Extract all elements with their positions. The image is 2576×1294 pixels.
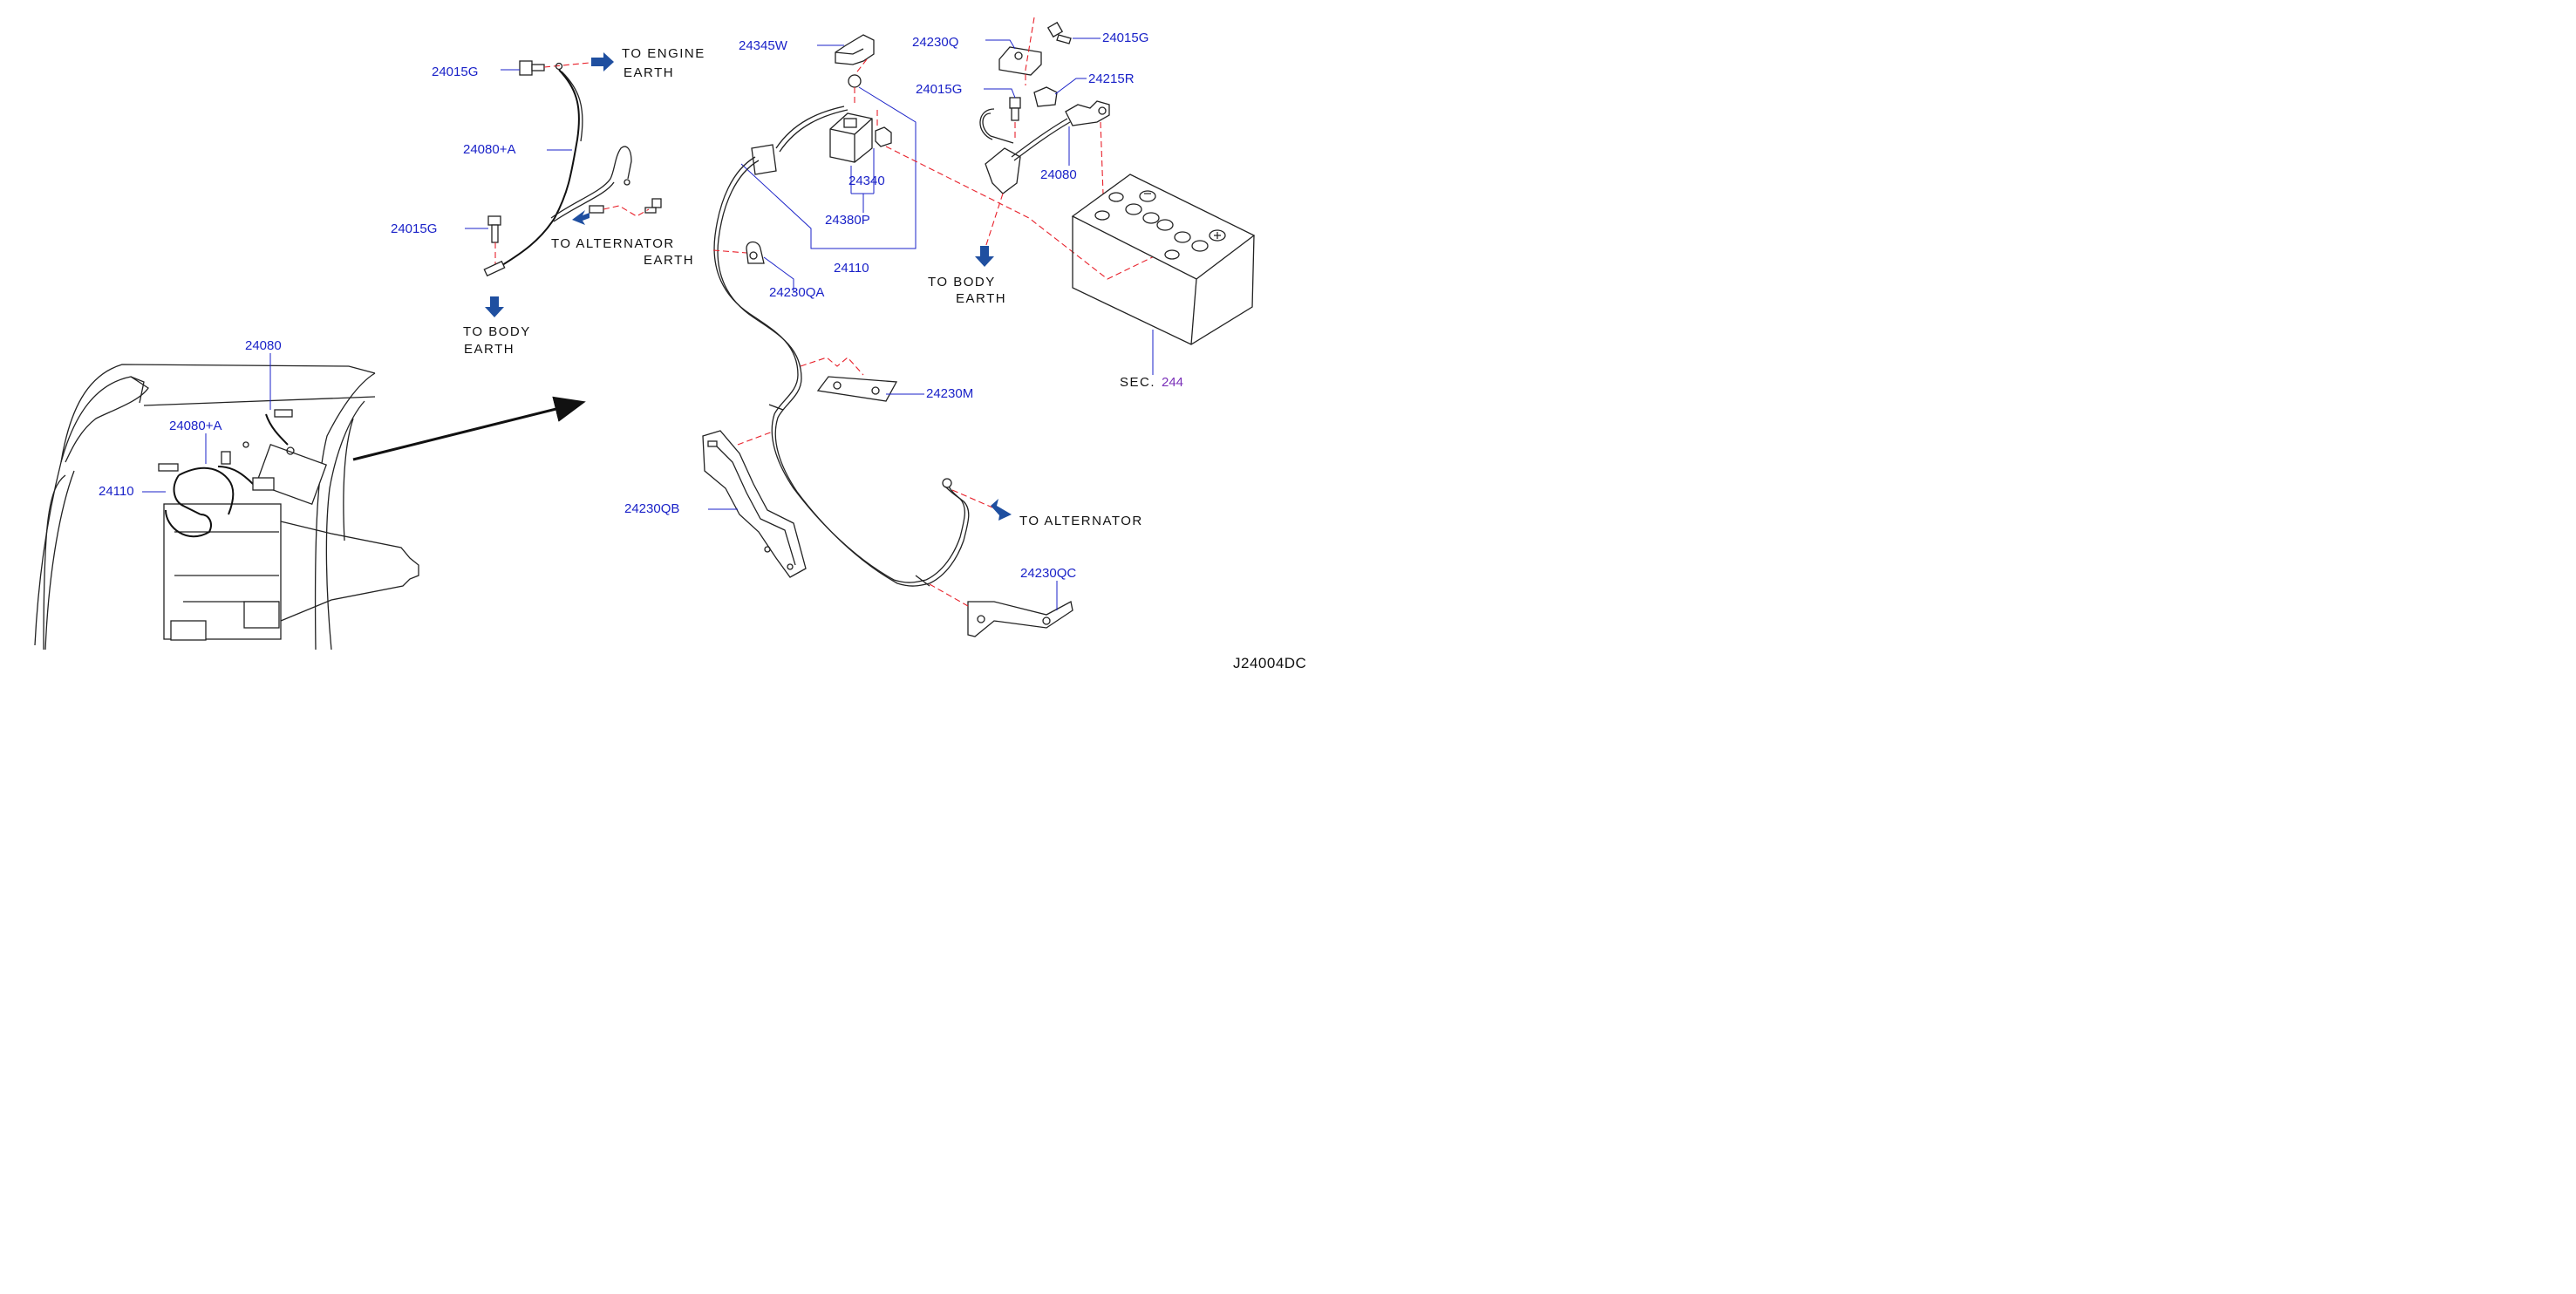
label-24015g-right-mid: 24015G: [916, 82, 963, 97]
section-ref-prefix: SEC.: [1120, 375, 1156, 390]
label-24345w: 24345W: [739, 38, 787, 53]
label-inset-24110: 24110: [99, 484, 134, 499]
terminal-cover-24215r: [1033, 86, 1058, 107]
bolt-right-mid: [1009, 97, 1021, 121]
battery-sec-244: [1071, 174, 1256, 345]
label-24230qc: 24230QC: [1020, 566, 1077, 581]
clip-24230qa: [746, 241, 765, 264]
relay-cover-24345w: [835, 34, 875, 65]
label-24110: 24110: [834, 261, 869, 276]
to-alternator-earth-arrow: [572, 210, 589, 225]
note-to-body-earth-left-1: TO BODY: [463, 324, 531, 339]
note-to-body-earth-right-2: EARTH: [956, 291, 1007, 306]
note-to-engine-earth-1: TO ENGINE: [622, 46, 705, 61]
note-to-body-earth-left-2: EARTH: [464, 342, 515, 357]
bolt-top-right: [1046, 21, 1072, 44]
label-24380p: 24380P: [825, 213, 870, 228]
earth-cable-24080a: [493, 69, 632, 271]
label-24015g-top-right: 24015G: [1102, 31, 1149, 45]
diagram-code: J24004DC: [1233, 655, 1307, 671]
label-24080a: 24080+A: [463, 142, 516, 157]
bracket-24230qb: [702, 430, 807, 578]
bracket-24230q: [998, 46, 1042, 76]
label-24230qb: 24230QB: [624, 501, 680, 516]
label-24230qa: 24230QA: [769, 285, 825, 300]
bracket-24230qc: [967, 601, 1073, 637]
note-to-alternator-earth-1: TO ALTERNATOR: [551, 236, 675, 251]
note-to-alternator-earth-2: EARTH: [644, 253, 695, 268]
label-24080-right: 24080: [1040, 167, 1077, 182]
section-ref-number: 244: [1162, 375, 1184, 390]
battery-cable-24080: [979, 100, 1110, 194]
note-to-body-earth-right-1: TO BODY: [928, 275, 996, 289]
inset-pointer-arrow: [352, 396, 586, 461]
mid-bolt: [487, 215, 501, 243]
label-inset-24080: 24080: [245, 338, 282, 353]
to-body-earth-right-arrow: [975, 246, 994, 267]
to-alternator-arrow: [991, 499, 1012, 521]
engine-earth-bolt: [519, 60, 545, 76]
to-body-earth-left-arrow: [485, 296, 504, 317]
to-engine-earth-arrow: [591, 52, 614, 72]
note-to-engine-earth-2: EARTH: [624, 65, 675, 80]
engine-bay-inset: [34, 364, 419, 650]
label-24215r: 24215R: [1088, 72, 1135, 86]
label-24230q: 24230Q: [912, 35, 959, 50]
bracket-24230m: [816, 376, 898, 402]
note-to-alternator: TO ALTERNATOR: [1019, 514, 1143, 528]
label-24015g-mid-left: 24015G: [391, 221, 438, 236]
label-24340: 24340: [848, 174, 885, 188]
label-inset-24080a: 24080+A: [169, 419, 222, 433]
parts-diagram: [34, 17, 1256, 650]
label-24015g-top-left: 24015G: [432, 65, 479, 79]
alternator-earth-bolt: [644, 198, 662, 214]
main-harness-24110: [713, 106, 970, 587]
fuse-block-24340: [829, 112, 892, 163]
label-24230m: 24230M: [926, 386, 974, 401]
